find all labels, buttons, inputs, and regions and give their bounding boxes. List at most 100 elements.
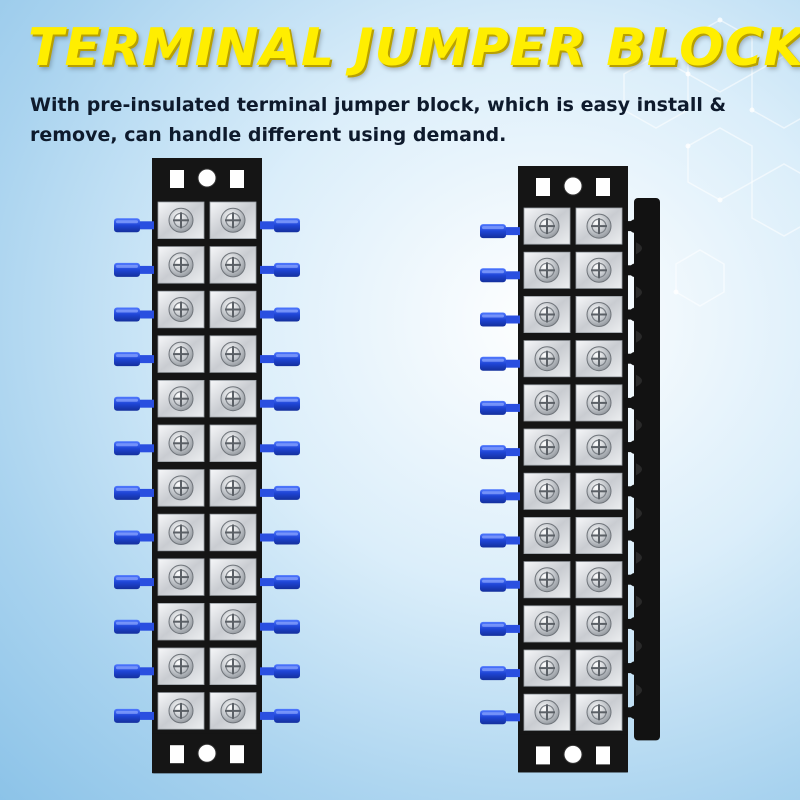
- blue-connector-icon: [480, 533, 520, 548]
- blue-connector-icon: [260, 352, 300, 367]
- page-title: TERMINAL JUMPER BLOCK: [28, 18, 800, 78]
- screw-icon: [220, 520, 246, 545]
- blue-connector-icon: [260, 530, 300, 545]
- terminal-row: [114, 424, 300, 462]
- terminal-row: [114, 469, 300, 507]
- screw-icon: [534, 655, 560, 681]
- terminal-row: [480, 428, 623, 466]
- blue-connector-icon: [114, 441, 154, 456]
- screw-icon: [586, 257, 612, 283]
- screw-icon: [534, 523, 560, 548]
- screw-icon: [220, 207, 246, 233]
- jumper-notch: [636, 551, 642, 564]
- terminal-block-right-with-jumper: [480, 166, 660, 773]
- screw-icon: [586, 611, 612, 637]
- blue-connector-icon: [260, 708, 300, 723]
- screw-icon: [534, 699, 560, 725]
- terminal-row: [114, 692, 300, 730]
- blue-connector-icon: [480, 710, 520, 725]
- screw-icon: [220, 609, 246, 635]
- screw-icon: [168, 297, 194, 322]
- jumper-notch: [636, 286, 642, 299]
- screw-icon: [220, 341, 246, 367]
- screw-icon: [220, 252, 246, 278]
- terminal-row: [480, 693, 623, 731]
- screw-icon: [534, 213, 560, 239]
- jumper-notch: [636, 330, 642, 343]
- terminal-row: [480, 340, 623, 378]
- blue-connector-icon: [260, 575, 300, 590]
- blue-connector-icon: [114, 708, 154, 723]
- blue-connector-icon: [260, 262, 300, 277]
- blue-connector-icon: [114, 485, 154, 500]
- terminal-row: [480, 649, 623, 687]
- screw-icon: [168, 653, 194, 679]
- blue-connector-icon: [114, 262, 154, 277]
- blue-connector-icon: [480, 621, 520, 636]
- screw-icon: [220, 475, 246, 501]
- screw-icon: [168, 564, 194, 590]
- mount-hole-icon: [563, 176, 583, 196]
- mounting-tab: [518, 166, 628, 204]
- screw-icon: [220, 430, 246, 456]
- screw-icon: [220, 297, 246, 322]
- terminal-row: [114, 603, 300, 641]
- blue-connector-icon: [260, 619, 300, 634]
- blue-connector-icon: [260, 441, 300, 456]
- screw-icon: [586, 390, 612, 416]
- terminal-block-left: [114, 158, 300, 774]
- mounting-tab: [152, 158, 262, 198]
- jumper-notch: [636, 507, 642, 520]
- screw-icon: [220, 653, 246, 679]
- blue-connector-icon: [260, 396, 300, 411]
- screw-icon: [220, 564, 246, 590]
- blue-connector-icon: [480, 224, 520, 239]
- screw-icon: [168, 252, 194, 278]
- mount-hole-icon: [563, 744, 583, 764]
- screw-icon: [220, 698, 246, 724]
- blue-connector-icon: [260, 218, 300, 233]
- blue-connector-icon: [114, 575, 154, 590]
- jumper-notch: [636, 242, 642, 255]
- screw-icon: [168, 341, 194, 367]
- screw-icon: [534, 257, 560, 283]
- terminal-row: [114, 246, 300, 284]
- terminal-row: [114, 558, 300, 596]
- terminal-row: [114, 201, 300, 239]
- screw-icon: [534, 302, 560, 327]
- jumper-notch: [636, 595, 642, 608]
- blue-connector-icon: [480, 577, 520, 592]
- blue-connector-icon: [480, 445, 520, 460]
- screw-icon: [168, 207, 194, 233]
- mount-hole-icon: [197, 168, 217, 188]
- blue-connector-icon: [480, 356, 520, 371]
- blue-connector-icon: [114, 352, 154, 367]
- blue-connector-icon: [480, 400, 520, 415]
- screw-icon: [586, 346, 612, 372]
- screw-icon: [534, 567, 560, 593]
- page-subtitle: With pre-insulated terminal jumper block…: [30, 94, 727, 146]
- terminal-row: [114, 290, 300, 329]
- screw-icon: [168, 698, 194, 724]
- blue-connector-icon: [114, 664, 154, 679]
- mounting-tab: [152, 733, 262, 774]
- blue-connector-icon: [480, 489, 520, 504]
- blue-connector-icon: [480, 666, 520, 681]
- blue-connector-icon: [260, 485, 300, 500]
- terminal-row: [480, 384, 623, 422]
- screw-icon: [534, 346, 560, 372]
- terminal-row: [480, 605, 623, 643]
- screw-icon: [586, 567, 612, 593]
- jumper-bar: [624, 198, 660, 741]
- mounting-tab: [518, 734, 628, 773]
- blue-connector-icon: [114, 619, 154, 634]
- jumper-notch: [636, 463, 642, 476]
- screw-icon: [586, 523, 612, 548]
- blue-connector-icon: [260, 307, 300, 322]
- screw-icon: [168, 430, 194, 456]
- screw-icon: [586, 478, 612, 504]
- screw-icon: [586, 213, 612, 239]
- mount-hole-icon: [197, 743, 217, 763]
